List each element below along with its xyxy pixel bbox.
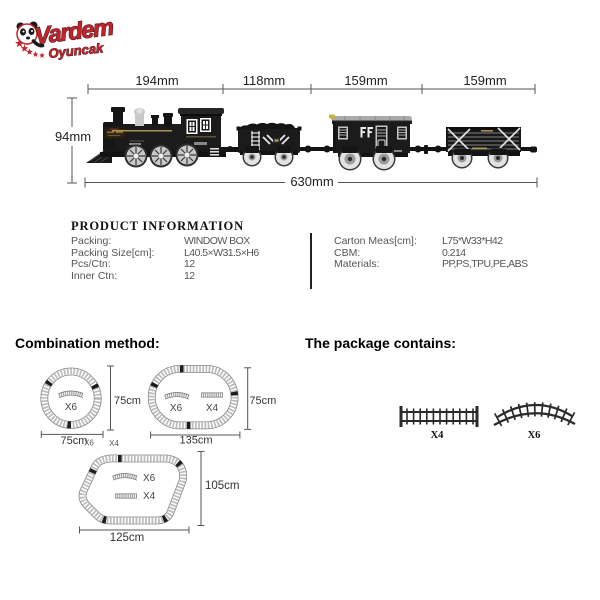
svg-text:630mm: 630mm — [290, 174, 333, 189]
svg-text:X4: X4 — [109, 439, 119, 448]
svg-text:118mm: 118mm — [243, 73, 285, 88]
svg-text:Oyuncak: Oyuncak — [48, 40, 105, 61]
svg-text:X6: X6 — [528, 430, 541, 441]
svg-text:105cm: 105cm — [205, 480, 240, 492]
svg-text:159mm: 159mm — [463, 73, 506, 88]
svg-text:75cm: 75cm — [249, 395, 276, 407]
svg-text:X6: X6 — [143, 473, 156, 484]
svg-text:75cm: 75cm — [114, 395, 141, 407]
svg-text:X6: X6 — [65, 402, 78, 413]
svg-text:159mm: 159mm — [344, 73, 387, 88]
svg-text:X6: X6 — [84, 439, 94, 448]
svg-text:X4: X4 — [143, 491, 156, 502]
svg-text:94mm: 94mm — [55, 129, 91, 144]
svg-text:X4: X4 — [431, 430, 445, 441]
svg-text:75cm: 75cm — [61, 435, 88, 447]
svg-text:X4: X4 — [206, 403, 219, 414]
svg-text:194mm: 194mm — [135, 73, 178, 88]
svg-text:125cm: 125cm — [110, 532, 145, 544]
svg-text:X6: X6 — [170, 403, 183, 414]
svg-text:135cm: 135cm — [179, 435, 212, 447]
